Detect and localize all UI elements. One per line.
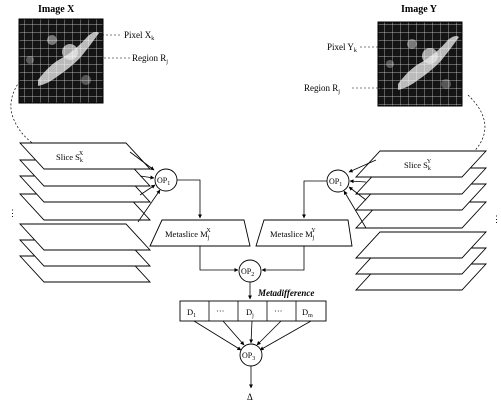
slice-y-label: Slice SkY bbox=[404, 159, 432, 172]
ellipsis-right: ⋮ bbox=[492, 214, 501, 224]
metaslice-y-box bbox=[255, 219, 353, 247]
image-y-picture bbox=[377, 21, 463, 107]
op3-label: OP3 bbox=[242, 351, 255, 362]
image-y-title: Image Y bbox=[401, 4, 438, 15]
diff-cell-1: D1 bbox=[187, 307, 196, 319]
image-x-title: Image X bbox=[38, 4, 75, 15]
slice-stack-x bbox=[18, 142, 152, 283]
metadifference-vector bbox=[179, 300, 327, 322]
image-y-region-label: Region Rj bbox=[304, 83, 340, 95]
metaslice-y-label: Metaslice MjY bbox=[270, 228, 316, 241]
image-x-pixel-label: Pixel Xk bbox=[124, 30, 154, 42]
output-label: Δ bbox=[247, 392, 253, 402]
diff-cell-2: ··· bbox=[216, 306, 225, 316]
diff-cell-3: Dj bbox=[246, 307, 254, 319]
metaslice-x-box bbox=[149, 219, 251, 247]
slice-x-label: Slice SkX bbox=[56, 151, 84, 164]
image-x-picture bbox=[18, 18, 104, 104]
ellipsis-left: ⋮ bbox=[8, 208, 17, 218]
diff-cell-4: ··· bbox=[274, 306, 283, 316]
metaslice-x-label: Metaslice MjX bbox=[165, 228, 211, 241]
image-x-region-label: Region Rj bbox=[132, 53, 168, 65]
image-y-pixel-label: Pixel Yk bbox=[327, 42, 357, 54]
diff-cell-5: Dm bbox=[302, 307, 313, 319]
op1-right-label: OP1 bbox=[329, 177, 342, 188]
op2-label: OP2 bbox=[241, 267, 254, 278]
op1-left-label: OP1 bbox=[157, 176, 170, 187]
metadifference-label: Metadifference bbox=[257, 288, 314, 298]
slice-stack-y bbox=[354, 150, 488, 291]
